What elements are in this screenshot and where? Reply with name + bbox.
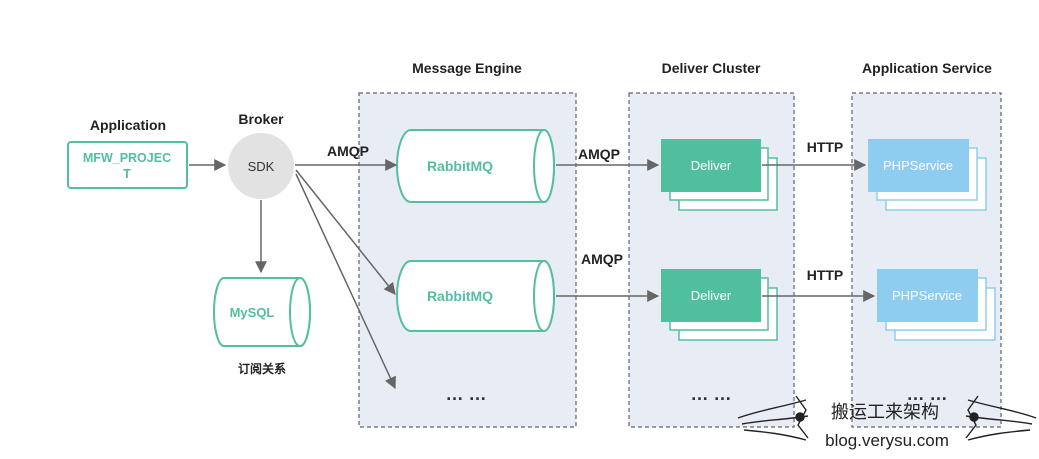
ellipsis-deliver-cluster: … … — [690, 384, 731, 404]
php-service-label-2: PHPService — [892, 288, 962, 303]
deliver-stack-2 — [661, 269, 778, 341]
rabbitmq-cylinder-1 — [396, 129, 555, 203]
mysql-caption: 订阅关系 — [238, 361, 286, 376]
php-service-stack-2 — [877, 269, 996, 341]
application-title: Application — [90, 117, 166, 133]
application-box — [67, 141, 188, 189]
watermark-right-ornament — [965, 395, 1037, 441]
watermark-title: 搬运工来架构 — [831, 402, 939, 422]
protocol-label-row2-amqp: AMQP — [581, 251, 623, 267]
watermark: 搬运工来架构 blog.verysu.com — [737, 395, 1037, 450]
deliver-label-2: Deliver — [691, 288, 732, 303]
mysql-label: MySQL — [230, 305, 275, 320]
watermark-url: blog.verysu.com — [825, 431, 949, 450]
rabbitmq-label-2: RabbitMQ — [427, 288, 493, 304]
message-engine-title: Message Engine — [412, 60, 522, 76]
application-service-title: Application Service — [862, 60, 992, 76]
rabbitmq-cylinder-2 — [396, 260, 555, 332]
broker-sdk-label: SDK — [248, 159, 275, 174]
broker-sdk-circle — [228, 133, 294, 199]
application-project-line1: MFW_PROJEC — [83, 151, 171, 165]
protocol-label-row1-http: HTTP — [807, 139, 844, 155]
arrow-broker-to-more — [295, 173, 396, 390]
php-service-label-1: PHPService — [883, 158, 953, 173]
protocol-label-broker-amqp: AMQP — [327, 143, 369, 159]
ellipsis-application-service: … … — [906, 384, 947, 404]
protocol-label-row2-http: HTTP — [807, 267, 844, 283]
watermark-left-ornament — [737, 395, 809, 441]
ellipsis-message-engine: … … — [445, 384, 486, 404]
broker-title: Broker — [238, 111, 284, 127]
deliver-cluster-title: Deliver Cluster — [662, 60, 761, 76]
deliver-stack-1 — [661, 139, 778, 211]
arrow-broker-to-rabbitmq-2 — [295, 169, 396, 295]
deliver-label-1: Deliver — [691, 158, 732, 173]
php-service-stack-1 — [868, 139, 987, 211]
application-project-line2: T — [123, 167, 131, 181]
mysql-cylinder — [213, 277, 311, 347]
rabbitmq-label-1: RabbitMQ — [427, 158, 493, 174]
protocol-label-row1-amqp: AMQP — [578, 146, 620, 162]
